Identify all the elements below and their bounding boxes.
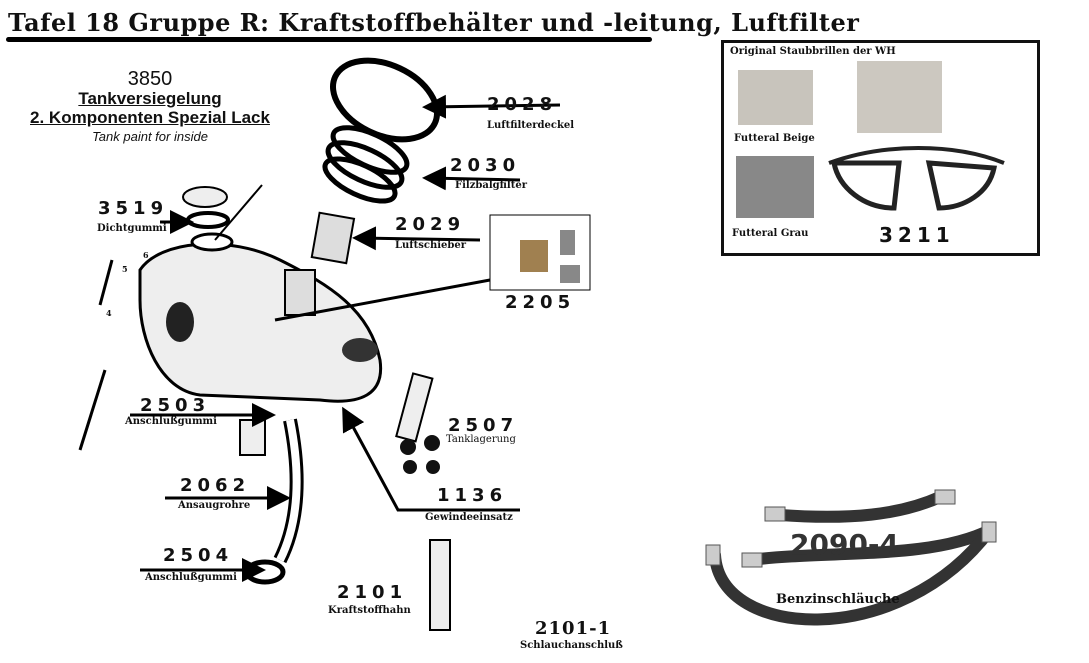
part-label: Ansaugrohre bbox=[178, 500, 251, 511]
part-number: 2507 bbox=[448, 415, 519, 436]
goggles-image bbox=[828, 146, 1005, 211]
tank-bracket bbox=[395, 372, 434, 443]
seal-ring bbox=[186, 211, 230, 229]
beige-case-image bbox=[738, 70, 813, 125]
mounting-bolt bbox=[98, 259, 114, 306]
case-image bbox=[857, 61, 942, 133]
tank-recess bbox=[342, 338, 378, 362]
part-number: 2205 bbox=[505, 292, 576, 313]
goggles-panel: Original Staubbrillen der WH Futteral Be… bbox=[721, 40, 1040, 256]
part-label: Luftfilterdeckel bbox=[487, 120, 575, 131]
promo-line2: 2. Komponenten Spezial Lack bbox=[30, 108, 270, 127]
part-number: 2030 bbox=[450, 155, 521, 176]
part-2205-image bbox=[560, 230, 575, 255]
part-label: Anschlußgummi bbox=[145, 572, 237, 583]
tank-filler-neck bbox=[190, 232, 234, 252]
part-number: 2029 bbox=[395, 214, 466, 235]
part-label: Gewindeeinsatz bbox=[425, 512, 513, 523]
hoses-part-number: 2090-4 bbox=[790, 528, 900, 561]
arrow-2028 bbox=[422, 94, 561, 119]
filter-housing bbox=[284, 269, 316, 316]
tank-sealing-promo: 3850 Tankversiegelung 2. Komponenten Spe… bbox=[0, 68, 300, 146]
fuel-hoses bbox=[709, 491, 996, 626]
tank-mount-rubbers bbox=[400, 435, 440, 474]
title-rule bbox=[6, 37, 652, 42]
fuel-tap bbox=[429, 539, 451, 631]
part-number: 1136 bbox=[437, 485, 508, 506]
futteral-grau-label: Futteral Grau bbox=[732, 228, 809, 239]
part-number: 2028 bbox=[487, 94, 558, 115]
part-label: Tanklagerung bbox=[446, 434, 516, 445]
part-number: 3519 bbox=[98, 198, 169, 219]
goggles-part-number: 3211 bbox=[879, 223, 955, 247]
goggles-heading: Original Staubbrillen der WH bbox=[730, 46, 896, 57]
part-label: Anschlußgummi bbox=[125, 416, 217, 427]
leader-line bbox=[214, 184, 263, 241]
arrow-2030 bbox=[422, 166, 521, 191]
connection-rubber bbox=[239, 419, 266, 456]
small-number: 4 bbox=[106, 308, 112, 318]
part-2205-image bbox=[520, 240, 548, 272]
promo-number: 3850 bbox=[127, 68, 173, 90]
part-number: 2503 bbox=[140, 395, 211, 416]
part-label: Filzbalgfilter bbox=[455, 180, 527, 191]
part-number: 2062 bbox=[180, 475, 251, 496]
grey-case-image bbox=[736, 156, 814, 218]
part-number: 2504 bbox=[163, 545, 234, 566]
promo-line3: Tank paint for inside bbox=[92, 129, 208, 144]
page-title: Tafel 18 Gruppe R: Kraftstoffbehälter un… bbox=[8, 8, 860, 37]
hose-fittings bbox=[705, 489, 997, 568]
tank-knee-pad bbox=[166, 302, 194, 342]
air-slide bbox=[310, 211, 356, 265]
arrow-1136 bbox=[342, 406, 520, 512]
mounting-bolt bbox=[78, 369, 107, 451]
part-number: 2101-1 bbox=[535, 618, 612, 639]
tank-cap bbox=[182, 186, 228, 208]
small-number: 5 bbox=[122, 264, 128, 274]
arrow-2029 bbox=[352, 226, 481, 251]
connection-rubber-ring bbox=[244, 559, 286, 585]
part-number: 2101 bbox=[337, 582, 408, 603]
promo-line1: Tankversiegelung bbox=[78, 89, 222, 108]
part-label: Schlauchanschluß bbox=[520, 640, 623, 651]
hoses-label: Benzinschläuche bbox=[776, 592, 900, 607]
small-number: 6 bbox=[143, 250, 149, 260]
part-2205-image bbox=[560, 265, 580, 283]
leader-line bbox=[274, 278, 491, 322]
futteral-beige-label: Futteral Beige bbox=[734, 133, 815, 144]
leader-arrows bbox=[130, 94, 561, 582]
part-label: Kraftstoffhahn bbox=[328, 605, 411, 616]
intake-pipe-fill bbox=[276, 419, 301, 562]
part-label: Dichtgummi bbox=[97, 223, 167, 234]
part-label: Luftschieber bbox=[395, 240, 466, 251]
felt-bellows-filter bbox=[322, 125, 410, 204]
